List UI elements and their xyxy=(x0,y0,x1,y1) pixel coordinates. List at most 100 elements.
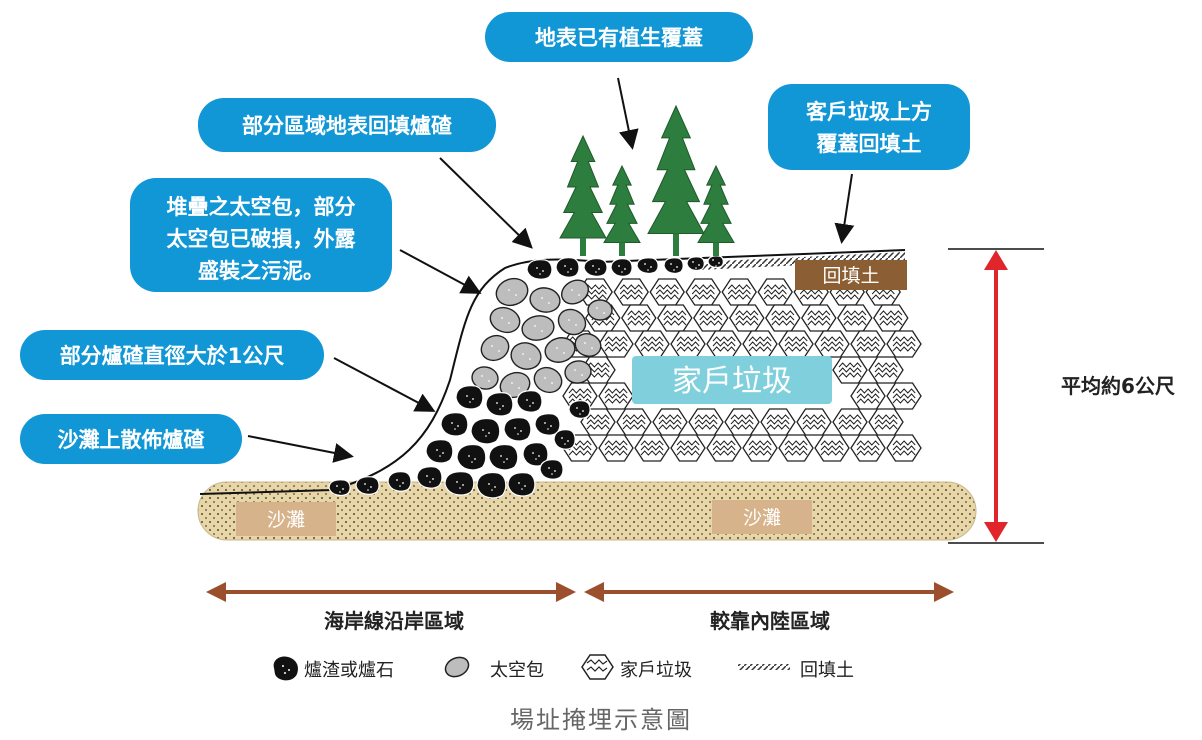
svg-text:盛裝之污泥。: 盛裝之污泥。 xyxy=(198,259,324,283)
waste-hex xyxy=(670,434,706,462)
legend-slag: 爐渣或爐石 xyxy=(273,656,394,681)
waste-hex xyxy=(621,304,657,332)
bag-shape xyxy=(489,306,521,334)
waste-hex xyxy=(778,330,814,358)
waste-hex xyxy=(757,278,793,306)
bag-shape xyxy=(574,333,602,357)
slag-rock xyxy=(568,400,591,419)
slag-rock xyxy=(456,444,487,471)
slag-rock xyxy=(387,471,412,492)
bag-pile xyxy=(471,277,613,399)
waste-hex xyxy=(778,434,814,462)
bag-shape xyxy=(471,366,499,390)
slag-rock xyxy=(328,479,351,496)
waste-hex xyxy=(742,434,778,462)
slag-rock xyxy=(488,444,519,471)
svg-text:太空包已破損，外露: 太空包已破損，外露 xyxy=(167,227,357,251)
waste-hex xyxy=(613,278,649,306)
bag-shape xyxy=(564,360,592,384)
svg-text:回填土: 回填土 xyxy=(822,265,879,287)
waste-hex xyxy=(685,278,721,306)
slag-rock xyxy=(539,459,564,480)
svg-text:太空包: 太空包 xyxy=(490,660,544,681)
slag-rock xyxy=(470,418,501,445)
waste-hex xyxy=(765,304,801,332)
bag-shape xyxy=(510,342,542,370)
svg-text:較靠內陸區域: 較靠內陸區域 xyxy=(710,609,830,633)
svg-text:爐渣或爐石: 爐渣或爐石 xyxy=(304,660,394,681)
trees xyxy=(559,104,735,256)
svg-text:堆疊之太空包，部分: 堆疊之太空包，部分 xyxy=(167,195,356,219)
svg-text:家戶垃圾: 家戶垃圾 xyxy=(620,660,692,681)
slag-rock xyxy=(425,439,454,464)
waste-hex xyxy=(850,330,886,358)
slag-rock xyxy=(503,417,532,442)
svg-text:沙灘上散佈爐碴: 沙灘上散佈爐碴 xyxy=(58,428,206,452)
tree-icon xyxy=(697,164,735,256)
waste-hex xyxy=(729,304,765,332)
slag-rock xyxy=(534,413,561,436)
svg-text:客戶垃圾上方: 客戶垃圾上方 xyxy=(806,100,932,124)
slag-rock xyxy=(440,412,469,437)
legend-household: 家戶垃圾 xyxy=(581,654,692,681)
slag-rock xyxy=(485,392,514,417)
svg-text:覆蓋回填土: 覆蓋回填土 xyxy=(817,132,922,156)
slag-rock xyxy=(516,390,543,413)
waste-hex xyxy=(886,330,922,358)
slag-rock xyxy=(686,256,705,272)
waste-hex xyxy=(598,382,634,410)
bag-shape xyxy=(499,371,531,399)
height-label: 平均約6公尺 xyxy=(1061,374,1175,398)
waste-hex xyxy=(873,304,909,332)
callout-beach-slag: 沙灘上散佈爐碴 xyxy=(20,414,354,464)
slag-rock xyxy=(663,257,684,274)
bag-shape xyxy=(529,287,561,313)
waste-hex xyxy=(886,382,922,410)
waste-hex xyxy=(760,408,796,436)
bag-shape xyxy=(587,299,613,321)
svg-text:地表已有植生覆蓋: 地表已有植生覆蓋 xyxy=(535,26,703,50)
svg-text:海岸線沿岸區域: 海岸線沿岸區域 xyxy=(324,609,464,633)
sand-tag-right: 沙灘 xyxy=(712,500,812,534)
waste-hex xyxy=(634,434,670,462)
diagram-caption: 場址掩埋示意圖 xyxy=(510,706,692,734)
waste-hex xyxy=(706,330,742,358)
waste-hex xyxy=(850,382,886,410)
slag-rock xyxy=(444,471,475,496)
tree-icon xyxy=(603,164,641,256)
waste-hex xyxy=(832,408,868,436)
svg-text:部分區域地表回填爐碴: 部分區域地表回填爐碴 xyxy=(242,114,453,138)
bag-shape xyxy=(544,337,576,363)
callout-partial-backfill: 部分區域地表回填爐碴 xyxy=(198,98,533,249)
waste-hex xyxy=(742,330,778,358)
slag-rock xyxy=(707,255,724,269)
waste-hex xyxy=(649,278,685,306)
tree-icon xyxy=(559,134,607,256)
slag-rock xyxy=(636,257,659,274)
slag-pile xyxy=(328,255,724,499)
svg-text:沙灘: 沙灘 xyxy=(267,509,305,531)
waste-hex xyxy=(868,356,904,384)
waste-hex xyxy=(796,408,832,436)
bag-shape xyxy=(557,308,587,336)
waste-hex xyxy=(868,408,904,436)
bag-shape xyxy=(521,315,555,341)
svg-text:部分爐碴直徑大於1公尺: 部分爐碴直徑大於1公尺 xyxy=(60,344,285,368)
slag-rock xyxy=(476,472,507,499)
zone-coastal: 海岸線沿岸區域 xyxy=(206,582,576,633)
waste-hex xyxy=(634,330,670,358)
svg-text:家戶垃圾: 家戶垃圾 xyxy=(672,364,792,399)
legend: 爐渣或爐石 太空包 家戶垃圾 回填土 xyxy=(273,654,854,681)
slag-rock xyxy=(583,258,608,277)
waste-hex xyxy=(832,356,868,384)
slag-rock xyxy=(455,385,484,410)
slag-rock xyxy=(522,442,549,467)
waste-hex xyxy=(657,304,693,332)
zone-inland: 較靠內陸區域 xyxy=(584,582,954,633)
slag-rock xyxy=(610,258,633,277)
waste-hex xyxy=(814,434,850,462)
svg-text:回填土: 回填土 xyxy=(800,660,854,681)
waste-hex xyxy=(850,434,886,462)
slag-rock xyxy=(507,472,536,497)
waste-hex xyxy=(706,434,742,462)
